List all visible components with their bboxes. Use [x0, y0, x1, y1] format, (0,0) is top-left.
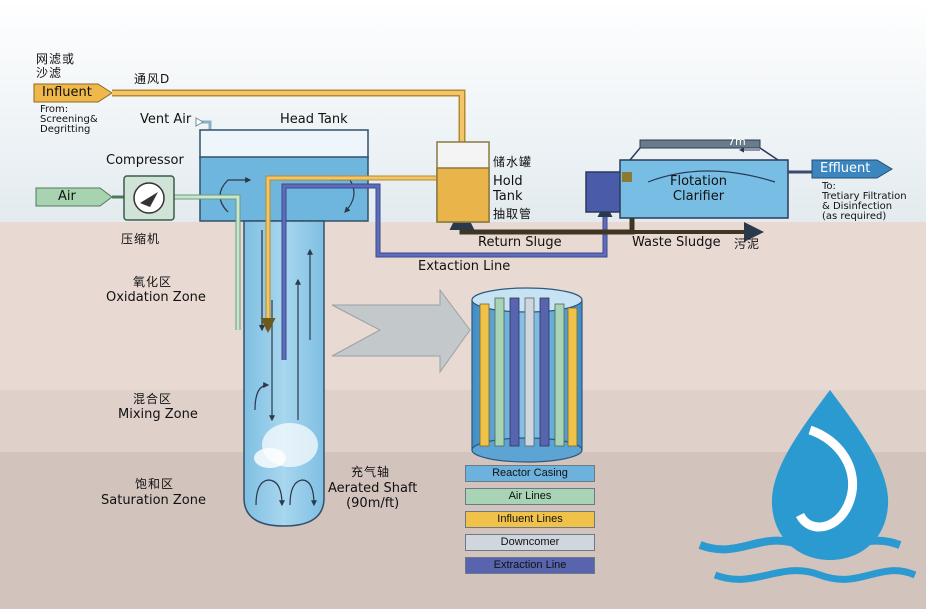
influent-label: Influent: [42, 85, 92, 100]
detail-zoom-arrow: [331, 288, 471, 374]
effluent-label: Effluent: [820, 161, 871, 176]
legend-item: Influent Lines: [465, 511, 595, 528]
waste-sludge-cn-label: 污泥: [734, 237, 761, 251]
head-tank-label: Head Tank: [280, 112, 348, 127]
effluent-destination-note: To: Tretiary Filtration & Disinfection (…: [822, 181, 907, 222]
legend-label: Air Lines: [508, 490, 552, 502]
sand-filter-cn-label: 沙滤: [36, 66, 63, 80]
hold-tank-label: Hold Tank: [493, 174, 523, 204]
oxidation-zone-cn-label: 氧化区: [133, 275, 173, 289]
influent-arrow: [33, 83, 113, 103]
draw-pipe-cn-label: 抽取管: [493, 207, 533, 221]
legend-label: Influent Lines: [497, 513, 563, 525]
legend-label: Extraction Line: [493, 559, 567, 571]
saturation-zone-cn-label: 饱和区: [135, 477, 175, 491]
ventilation-cn-label: 通风D: [134, 72, 171, 86]
legend-item: Reactor Casing: [465, 465, 595, 482]
compressor-cn-label: 压缩机: [121, 232, 161, 246]
mixing-zone-cn-label: 混合区: [133, 392, 173, 406]
saturation-zone-label: Saturation Zone: [101, 493, 206, 508]
legend-label: Reactor Casing: [492, 467, 568, 479]
air-arrow: [35, 187, 113, 207]
waste-sludge-label: Waste Sludge: [632, 235, 721, 250]
compressor-label: Compressor: [106, 153, 184, 168]
aerated-shaft: [243, 220, 325, 527]
depth-7m-label: 7m: [728, 135, 746, 148]
mixing-zone-label: Mixing Zone: [118, 407, 198, 422]
legend-label: Downcomer: [500, 536, 560, 548]
air-label: Air: [58, 189, 76, 204]
aerated-shaft-label: Aerated Shaft (90m/ft): [328, 481, 418, 511]
oxidation-zone-label: Oxidation Zone: [106, 290, 206, 305]
legend-item: Extraction Line: [465, 557, 595, 574]
reactor-cross-section: [471, 287, 583, 463]
flotation-clarifier: [585, 139, 789, 219]
vent-air-label: Vent Air: [140, 112, 192, 127]
water-drop-logo: [698, 390, 917, 583]
hold-tank: [436, 141, 490, 223]
screen-filter-cn-label: 网滤或: [36, 52, 76, 66]
legend-item: Air Lines: [465, 488, 595, 505]
hold-tank-cn-label: 储水罐: [493, 155, 533, 169]
extraction-line-label: Extaction Line: [418, 259, 511, 274]
ground-layer-oxidation: [0, 222, 926, 390]
ground-layer-saturation: [0, 452, 926, 609]
aerated-shaft-cn-label: 充气轴: [351, 465, 391, 479]
legend: Reactor Casing Air Lines Influent Lines …: [465, 465, 595, 580]
head-tank: [199, 129, 369, 222]
return-sludge-label: Return Sluge: [478, 235, 562, 250]
compressor-unit: [123, 175, 175, 221]
flotation-clarifier-label: Flotation Clarifier: [670, 174, 728, 204]
legend-item: Downcomer: [465, 534, 595, 551]
influent-source-note: From: Screening& Degritting: [40, 104, 98, 135]
effluent-arrow: [811, 159, 893, 179]
ground-layer-mixing: [0, 390, 926, 452]
